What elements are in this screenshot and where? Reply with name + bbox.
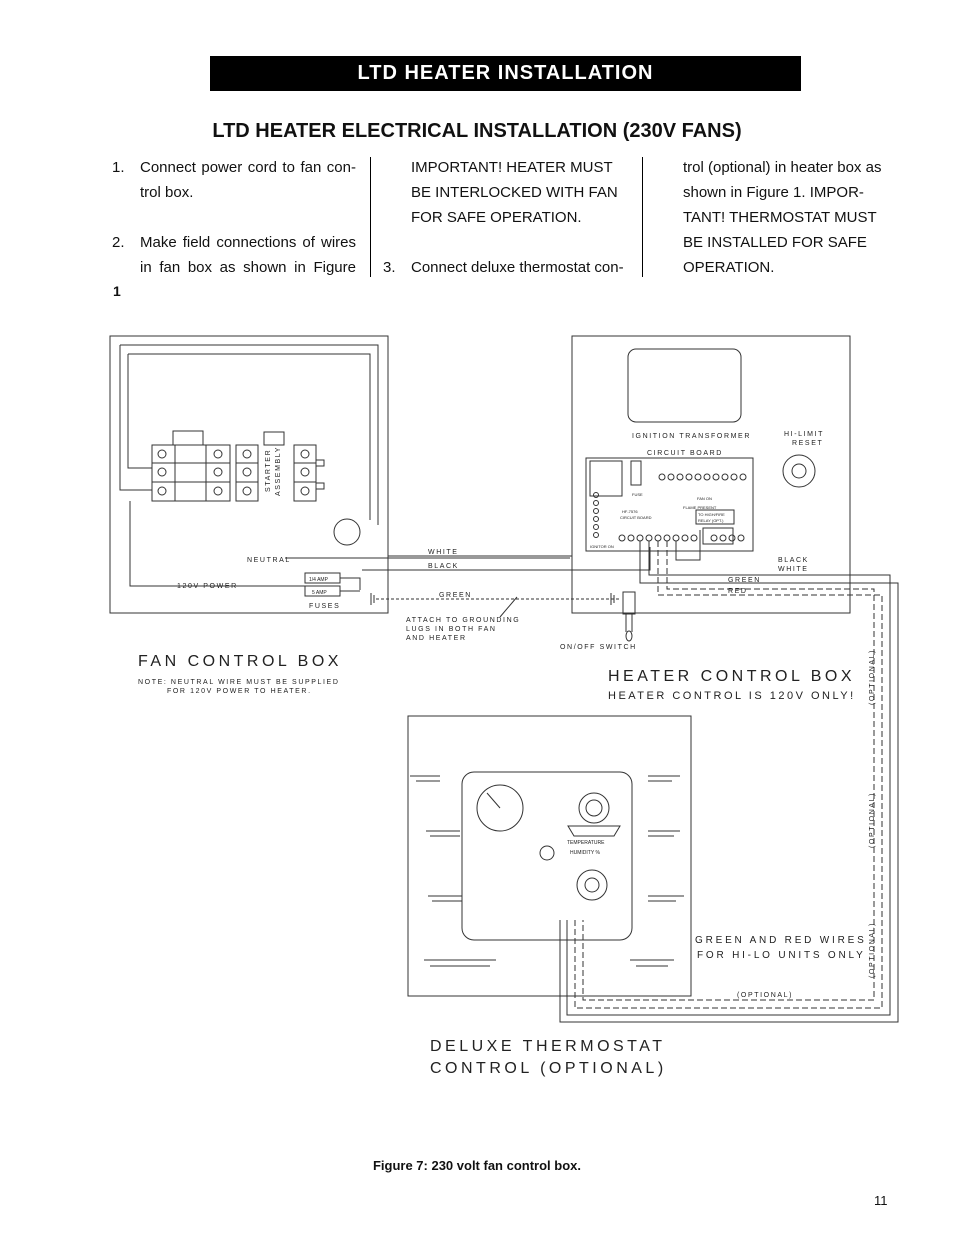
step-2: 2. Make field connections of wires in fa…: [112, 230, 356, 280]
humidity-label: HUMIDITY %: [570, 850, 600, 856]
on-off-switch: [622, 591, 636, 615]
fuse-label: 5 AMP: [312, 590, 327, 596]
page-subtitle: LTD HEATER ELECTRICAL INSTALLATION (230V…: [212, 120, 742, 142]
heater-white-label: WHITE: [778, 566, 809, 573]
thermostat-title: CONTROL (OPTIONAL): [430, 1060, 667, 1077]
board-model-label: CIRCUIT BOARD: [620, 515, 652, 520]
green-wire-label: GREEN: [439, 592, 472, 599]
heater-control-box: [571, 335, 851, 614]
thermostat-box: [407, 715, 692, 997]
column-divider: [642, 157, 643, 277]
humidity-knob: [576, 869, 608, 901]
step-number: 2.: [112, 234, 125, 251]
page-number: 11: [874, 1193, 888, 1208]
step-text: Make field connections of wires in fan b…: [140, 234, 356, 276]
step-2-continued: IMPORTANT! HEATER MUST BE INTERLOCKED WI…: [383, 155, 629, 230]
fan-control-box: [109, 335, 389, 614]
fan-box-note: NOTE: NEUTRAL WIRE MUST BE SUPPLIED: [138, 679, 339, 686]
fuse-small-label: FUSE: [632, 492, 643, 497]
fuse-label: 1/4 AMP: [309, 577, 329, 583]
heater-red-label: RED: [728, 588, 748, 595]
temperature-knob: [578, 792, 610, 824]
step-3-continued: trol (optional) in heater box as shown i…: [683, 159, 882, 276]
ignitor-on-label: IGNITOR ON: [590, 544, 614, 549]
step-text: Connect power cord to fan con-trol box.: [140, 159, 356, 201]
figure-caption: Figure 7: 230 volt fan control box.: [372, 1158, 582, 1173]
grounding-note: AND HEATER: [406, 635, 467, 642]
column-divider: [370, 157, 371, 277]
circuit-board-label: CIRCUIT BOARD: [647, 450, 723, 457]
hi-limit-label: RESET: [792, 440, 823, 447]
flame-present-label: FLAME PRESENT: [683, 505, 717, 510]
optional-label: (OPTIONAL): [869, 922, 876, 978]
fuses-label: FUSES: [309, 603, 340, 610]
relay-label: TO HIGH/FIRE: [698, 512, 725, 517]
fan-box-note: FOR 120V POWER TO HEATER.: [167, 688, 312, 695]
ignition-transformer: [627, 348, 742, 423]
instructions-column-3: trol (optional) in heater box as shown i…: [683, 155, 898, 280]
green-red-note: GREEN AND RED WIRES: [695, 935, 867, 946]
step-1: 1. Connect power cord to fan con-trol bo…: [112, 155, 356, 205]
terminal-block: [151, 444, 231, 502]
heater-green-label: GREEN: [728, 577, 761, 584]
deluxe-thermostat: [461, 771, 633, 941]
temperature-label: TEMPERATURE: [567, 840, 605, 846]
ignition-transformer-label: IGNITION TRANSFORMER: [632, 433, 751, 440]
fan-on-label: FAN ON: [697, 496, 712, 501]
heater-black-label: BLACK: [778, 557, 809, 564]
starter-label: ASSEMBLY: [275, 446, 282, 496]
onoff-switch-label: ON/OFF SWITCH: [560, 644, 637, 651]
heater-box-note: HEATER CONTROL IS 120V ONLY!: [608, 690, 856, 702]
green-red-note: FOR HI-LO UNITS ONLY: [697, 950, 866, 961]
heater-box-title: HEATER CONTROL BOX: [608, 668, 855, 685]
black-wire-label: BLACK: [428, 563, 459, 570]
hi-limit-reset: [782, 454, 816, 488]
grounding-note: LUGS IN BOTH FAN: [406, 626, 497, 633]
optional-label: (OPTIONAL): [869, 649, 876, 705]
fan-box-knockout: [333, 518, 361, 546]
instructions-column-2: IMPORTANT! HEATER MUST BE INTERLOCKED WI…: [383, 155, 629, 280]
grounding-note: ATTACH TO GROUNDING: [406, 617, 520, 624]
instructions-column-1: 1. Connect power cord to fan con-trol bo…: [112, 155, 356, 280]
white-wire-label: WHITE: [428, 549, 459, 556]
stray-character: 1: [113, 283, 121, 299]
hi-limit-label: HI-LIMIT: [784, 431, 824, 438]
step-text: Connect deluxe thermostat con-: [411, 259, 624, 276]
neutral-label: NEUTRAL: [247, 557, 291, 564]
step-text: IMPORTANT! HEATER MUST BE INTERLOCKED WI…: [411, 159, 618, 226]
humidity-gauge: [476, 784, 524, 832]
step-3: 3. Connect deluxe thermostat con-: [383, 255, 629, 280]
board-model-label: HF-7576: [622, 509, 638, 514]
power-label: 120V POWER: [177, 583, 238, 590]
optional-label: (OPTIONAL): [737, 992, 793, 999]
circuit-board: [585, 457, 754, 552]
section-banner: LTD HEATER INSTALLATION: [210, 56, 801, 91]
starter-label: STARTER: [265, 449, 272, 492]
fan-box-title: FAN CONTROL BOX: [138, 653, 342, 670]
relay-label: RELAY (OPT.): [698, 518, 724, 523]
optional-label: (OPTIONAL): [869, 792, 876, 848]
thermostat-title: DELUXE THERMOSTAT: [430, 1038, 666, 1055]
step-number: 1.: [112, 159, 125, 176]
step-number: 3.: [383, 259, 396, 276]
